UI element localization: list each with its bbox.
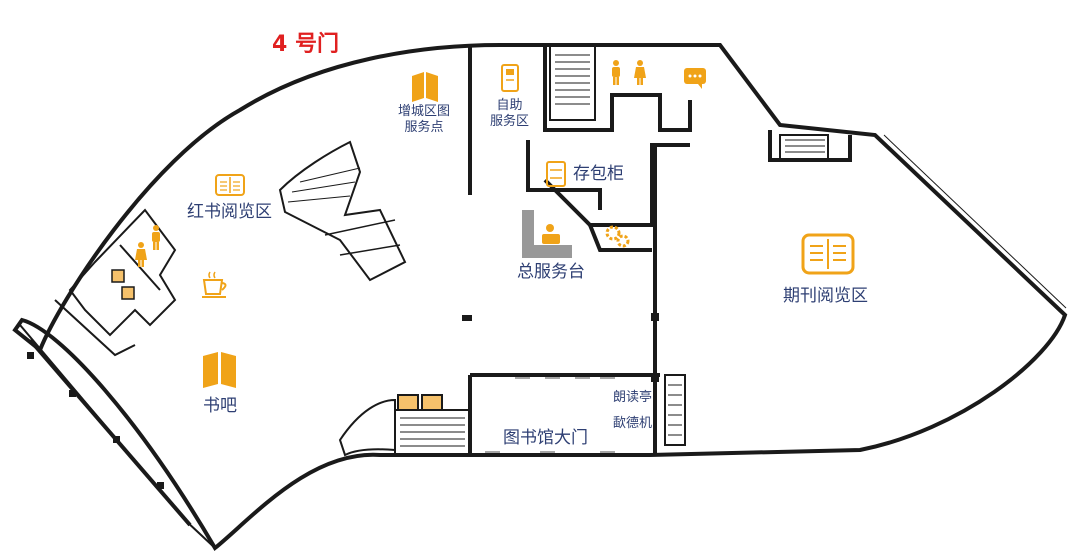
stairs — [338, 44, 829, 457]
branch-service-line2: 服务点 — [404, 119, 444, 135]
columns — [27, 313, 659, 489]
book-bar-label: 书吧 — [203, 396, 237, 416]
entrance-doors — [485, 377, 615, 453]
desk-icon — [522, 210, 572, 258]
main-desk-label: 总服务台 — [517, 262, 585, 282]
book-icon — [801, 233, 855, 275]
chat-icon — [684, 68, 706, 89]
sound-machine-label: 歃德机 — [613, 416, 653, 431]
book-icon — [412, 72, 438, 102]
elevator-icon — [397, 394, 443, 411]
gear-icon — [605, 225, 630, 248]
reading-booth-label: 朗读亭 — [613, 390, 653, 405]
periodical-reading-label: 期刊阅览区 — [783, 286, 868, 306]
self-service-line1: 自助 — [496, 98, 523, 113]
toilet-male-icon — [612, 60, 620, 85]
branch-service-line1: 增城区图 — [398, 104, 451, 119]
locker-icon — [546, 161, 566, 187]
main-entrance-label: 图书馆大门 — [503, 428, 588, 448]
branch-service-label: 增城区图 服务点 — [398, 104, 450, 135]
self-service-line2: 服务区 — [490, 113, 530, 129]
toilet-female-icon — [634, 60, 646, 85]
kiosk-icon — [501, 64, 519, 92]
book-icon — [203, 352, 236, 388]
coffee-icon — [202, 271, 227, 298]
gate-label: 4 号门 — [272, 32, 339, 57]
tiered-seating — [278, 140, 407, 282]
red-book-reading-label: 红书阅览区 — [187, 202, 272, 222]
toilet-female-icon — [135, 242, 147, 267]
facade-hatching — [879, 134, 1067, 313]
book-icon — [215, 174, 245, 196]
toilet-male-icon — [152, 225, 160, 250]
left-core — [54, 208, 177, 357]
lockers-label: 存包柜 — [573, 164, 624, 184]
self-service-label: 自助 服务区 — [490, 98, 529, 129]
